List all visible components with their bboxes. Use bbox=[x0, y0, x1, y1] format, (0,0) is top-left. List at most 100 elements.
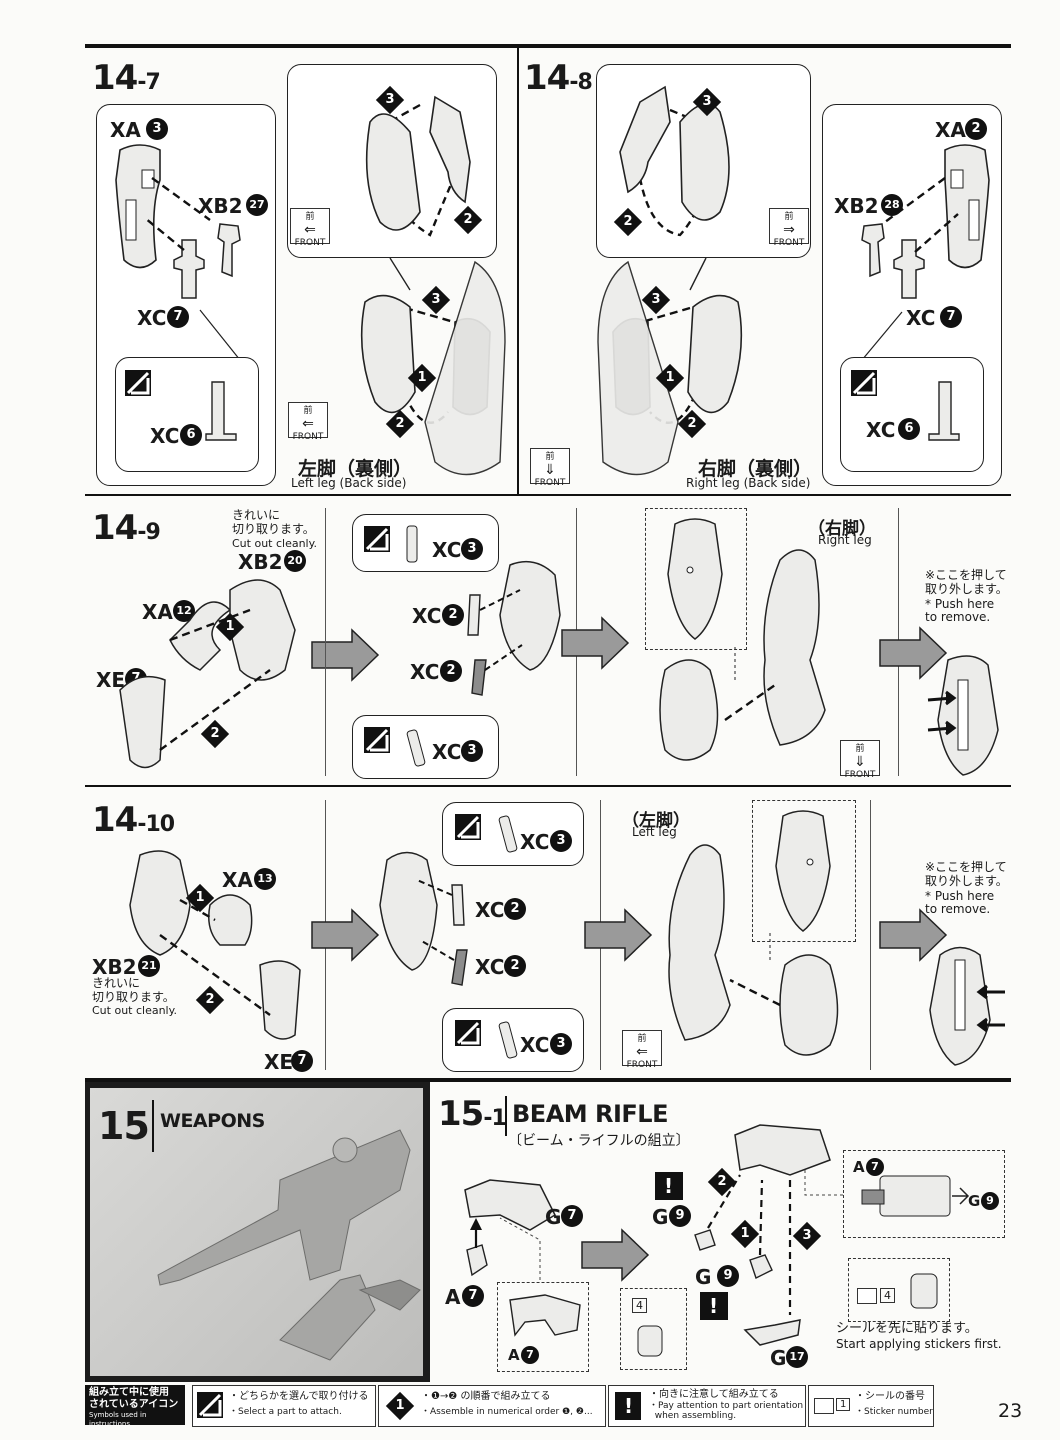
label-xc3-14-10b: XC bbox=[520, 1033, 550, 1057]
divider-vertical-top bbox=[517, 48, 519, 494]
step-number-sub: -8 bbox=[569, 70, 592, 95]
label-xe-14-10: XE bbox=[264, 1050, 294, 1074]
leg-right-14-9 bbox=[659, 549, 826, 761]
part-xc3-top-14-10 bbox=[498, 815, 518, 853]
label-g9-c: G bbox=[968, 1192, 981, 1210]
part-xa-right bbox=[944, 144, 990, 269]
legend-sticker-jp: ・シールの番号 bbox=[855, 1391, 925, 1402]
big-arrow-14-9-a bbox=[311, 628, 380, 682]
select-icon-glyph bbox=[126, 371, 150, 395]
detail-box-15-1-d bbox=[848, 1258, 950, 1322]
label-xc: XC bbox=[137, 306, 167, 330]
detail-part-15-1-d bbox=[910, 1273, 938, 1309]
part-leg-armor-top-left bbox=[365, 95, 471, 231]
badge-g9-c: 9 bbox=[981, 1192, 999, 1210]
step-14-10-number: 14-10 bbox=[92, 800, 175, 840]
caption-jp-14-8: 右脚（裏側） bbox=[698, 458, 813, 480]
badge-g17: 17 bbox=[786, 1346, 808, 1368]
sticker-icon-legend bbox=[814, 1398, 834, 1414]
badge-xc3-14-9a: 3 bbox=[461, 538, 483, 560]
label-g7: G bbox=[545, 1205, 562, 1229]
part-xb2-right bbox=[861, 223, 885, 278]
step-15-1-subtitle: 〔ビーム・ライフルの組立〕 bbox=[508, 1133, 690, 1149]
select-glyph-14-10b bbox=[456, 1021, 480, 1045]
rule-row1-bottom bbox=[85, 494, 1011, 496]
badge-xa-num: 3 bbox=[146, 118, 168, 140]
badge-xc-num: 7 bbox=[167, 306, 189, 328]
select-glyph-14-10a bbox=[456, 815, 480, 839]
legend-orient-en: ・Pay attention to part orientation when … bbox=[649, 1401, 804, 1421]
legend-order-en: ・Assemble in numerical order ❶, ❷... bbox=[421, 1407, 593, 1417]
part-xc3-bottom bbox=[406, 729, 426, 767]
leg-left-14-10 bbox=[668, 844, 839, 1056]
part-remove-14-9 bbox=[927, 655, 999, 776]
part-xc3-top bbox=[406, 525, 418, 563]
big-arrow-14-9-b bbox=[561, 616, 630, 670]
step-14-7-number: 14-7 bbox=[92, 58, 161, 98]
badge-xb2-num: 27 bbox=[246, 194, 268, 216]
label-xc-alt-r: XC bbox=[866, 418, 896, 442]
label-xa-14-10: XA bbox=[222, 868, 253, 892]
label-xc2-14-9b: XC bbox=[410, 660, 440, 684]
step-number-main: 14 bbox=[92, 508, 138, 548]
select-glyph-legend bbox=[198, 1393, 222, 1417]
detail-part-14-9 bbox=[667, 518, 723, 640]
caption-en-14-7: Left leg (Back side) bbox=[291, 476, 407, 490]
legend-order-jp: ・❶→❷ の順番で組み立てる bbox=[421, 1391, 551, 1402]
label-g9-b: G bbox=[695, 1265, 712, 1289]
cut-note-jp-14-9: きれいに 切り取ります。 bbox=[232, 508, 315, 536]
badge-xc2-14-9b: 2 bbox=[440, 660, 462, 682]
badge-xb2-14-9-num: 20 bbox=[284, 550, 306, 572]
step-15-1-title: BEAM RIFLE bbox=[512, 1100, 669, 1128]
badge-xa-14-10-num: 13 bbox=[254, 868, 276, 890]
badge-xc2-14-10b: 2 bbox=[504, 955, 526, 977]
legend-orient-jp: ・向きに注意して組み立てる bbox=[649, 1389, 779, 1400]
big-arrow-14-10-a bbox=[311, 908, 380, 962]
part-g7 bbox=[464, 1179, 556, 1231]
label-xc2-14-10a: XC bbox=[475, 898, 505, 922]
badge-xc-alt-num: 6 bbox=[180, 424, 202, 446]
warning-icon-a bbox=[655, 1172, 683, 1200]
push-jp-14-10: ※ここを押して 取り外します。 bbox=[925, 860, 1008, 888]
badge-xc-alt-r-num: 6 bbox=[898, 418, 920, 440]
badge-xe-14-10-num: 7 bbox=[291, 1050, 313, 1072]
warning-glyph-a: ! bbox=[664, 1174, 674, 1198]
parts-xc-assembly-14-9 bbox=[467, 560, 561, 696]
sticker-label-d: 4 bbox=[880, 1288, 895, 1303]
warning-icon-legend bbox=[615, 1392, 641, 1420]
badge-g7: 7 bbox=[561, 1205, 583, 1227]
leg-jp-14-9: （右脚） bbox=[808, 519, 876, 539]
badge-xc3-14-9b: 3 bbox=[461, 740, 483, 762]
detail-part-15-1-a bbox=[509, 1294, 581, 1337]
cut-note-en-14-9: Cut out cleanly. bbox=[232, 537, 318, 550]
push-jp-14-9: ※ここを押して 取り外します。 bbox=[925, 568, 1008, 596]
divider-14-9-a bbox=[325, 508, 326, 776]
push-en-14-10: * Push here to remove. bbox=[925, 889, 995, 916]
detail-box-14-9 bbox=[645, 508, 747, 650]
step-14-8-number: 14-8 bbox=[524, 58, 593, 98]
detail-box-15-1-a bbox=[497, 1282, 589, 1372]
parts-14-9-assembly bbox=[119, 579, 296, 769]
warning-icon-b bbox=[700, 1292, 728, 1320]
rule-row3-bottom bbox=[85, 1078, 1011, 1082]
part-remove-14-10 bbox=[929, 946, 1005, 1066]
legend-select-en: ・Select a part to attach. bbox=[229, 1407, 342, 1417]
step-number-sub: -10 bbox=[137, 812, 175, 837]
divider-14-10-c bbox=[870, 800, 871, 1070]
part-xc-left bbox=[173, 239, 205, 299]
front-indicator-14-9: 前⇓FRONT bbox=[840, 740, 880, 780]
order-icon-legend: 1 bbox=[385, 1391, 415, 1421]
label-xb2-14-10: XB2 bbox=[92, 955, 137, 979]
label-a7-detail: A bbox=[508, 1346, 520, 1364]
page-number: 23 bbox=[998, 1400, 1023, 1422]
label-g9-a: G bbox=[652, 1205, 669, 1229]
step-15-number: 15 bbox=[98, 1104, 150, 1148]
push-en-14-9: * Push here to remove. bbox=[925, 597, 995, 624]
label-xb2-14-9: XB2 bbox=[238, 550, 283, 574]
detail-box-15-1-b bbox=[620, 1288, 687, 1370]
leg-en-14-9: Right leg bbox=[818, 533, 872, 547]
caption-jp-14-7: 左脚（裏側） bbox=[298, 458, 413, 480]
sticker-note-en: Start applying stickers first. bbox=[836, 1337, 1002, 1351]
